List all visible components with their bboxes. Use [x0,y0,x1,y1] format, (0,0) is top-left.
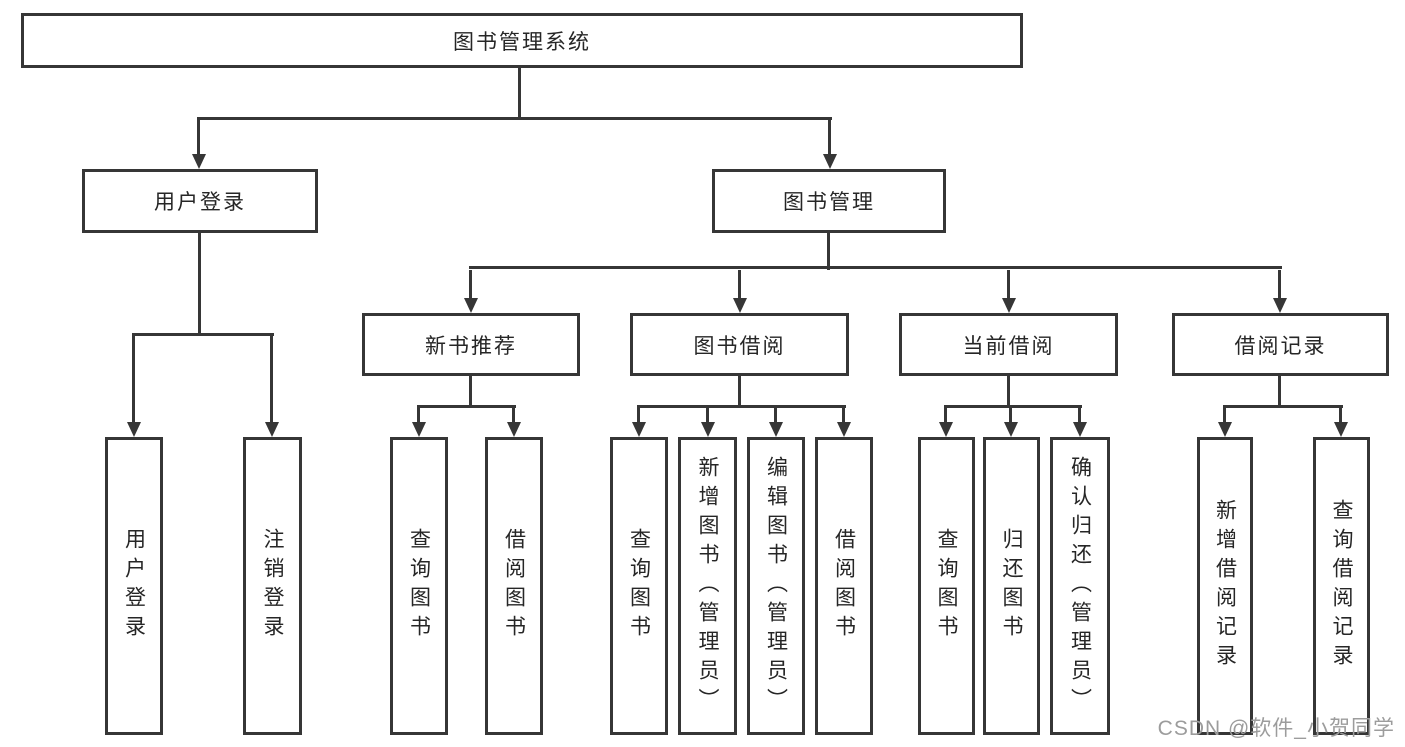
connector-line [469,270,472,300]
connector-line [197,120,200,156]
leaf-recommend-query-books: 查询图书 [390,437,448,735]
connector-arrowhead [1218,422,1232,437]
connector-line [518,68,521,120]
connector-arrowhead [939,422,953,437]
connector-line [1339,408,1342,424]
connector-line [774,408,777,424]
connector-line [1007,270,1010,300]
leaf-current-confirm-return-admin: 确认归还（管理员） [1050,437,1110,735]
node-new-book-recommend-label: 新书推荐 [425,334,517,358]
leaf-recommend-query-books-label: 查询图书 [407,528,431,644]
connector-line [132,336,135,424]
connector-line [1278,270,1281,300]
node-book-borrowing-label: 图书借阅 [693,334,786,358]
connector-line [198,233,201,336]
leaf-recommend-borrow-books-label: 借阅图书 [502,528,526,644]
connector-line [469,266,1282,269]
connector-line [738,270,741,300]
connector-line [706,408,709,424]
leaf-borrowing-query-books: 查询图书 [610,437,668,735]
connector-arrowhead [127,422,141,437]
connector-arrowhead [464,298,478,313]
leaf-borrowing-query-books-label: 查询图书 [627,528,651,644]
leaf-borrowing-add-books-admin-label: 新增图书（管理员） [696,455,719,717]
leaf-borrowing-edit-books-admin: 编辑图书（管理员） [747,437,805,735]
node-book-borrowing: 图书借阅 [630,313,849,376]
connector-line [637,408,640,424]
connector-line [469,376,472,408]
leaf-current-confirm-return-admin-label: 确认归还（管理员） [1068,455,1092,717]
node-borrowing-records: 借阅记录 [1172,313,1389,376]
node-book-management-label: 图书管理 [783,191,875,214]
connector-line [944,408,947,424]
leaf-current-query-books-label: 查询图书 [935,528,958,644]
connector-arrowhead [1334,422,1348,437]
leaf-recommend-borrow-books: 借阅图书 [485,437,543,735]
connector-arrowhead [1002,298,1016,313]
leaf-records-query-record: 查询借阅记录 [1313,437,1370,735]
connector-line [828,120,831,156]
connector-line [512,408,515,424]
leaf-records-add-record: 新增借阅记录 [1197,437,1253,735]
leaf-borrowing-edit-books-admin-label: 编辑图书（管理员） [764,455,788,717]
connector-arrowhead [701,422,715,437]
leaf-current-return-books: 归还图书 [983,437,1040,735]
connector-arrowhead [733,298,747,313]
connector-line [1223,408,1226,424]
node-book-management: 图书管理 [712,169,946,233]
leaf-current-return-books-label: 归还图书 [1000,528,1023,644]
connector-line [197,117,832,120]
connector-line [1007,376,1010,408]
node-library-system-label: 图书管理系统 [453,30,591,54]
node-current-borrowing-label: 当前借阅 [962,334,1055,358]
watermark: CSDN @软件_小贺同学 [1157,717,1395,740]
connector-arrowhead [823,154,837,169]
connector-line [1078,408,1081,424]
connector-arrowhead [507,422,521,437]
leaf-borrowing-add-books-admin: 新增图书（管理员） [678,437,737,735]
node-new-book-recommend: 新书推荐 [362,313,580,376]
connector-arrowhead [265,422,279,437]
connector-line [842,408,845,424]
connector-line [132,333,274,336]
node-library-system: 图书管理系统 [21,13,1023,68]
leaf-records-query-record-label: 查询借阅记录 [1330,499,1353,673]
connector-line [1278,376,1281,408]
leaf-current-query-books: 查询图书 [918,437,975,735]
node-user-login: 用户登录 [82,169,318,233]
node-user-login-label: 用户登录 [154,191,246,214]
connector-line [944,405,1082,408]
connector-arrowhead [769,422,783,437]
connector-line [637,405,846,408]
leaf-borrowing-borrow-books: 借阅图书 [815,437,873,735]
connector-line [1009,408,1012,424]
leaf-logout: 注销登录 [243,437,302,735]
connector-arrowhead [1273,298,1287,313]
connector-line [738,376,741,408]
leaf-user-login-label: 用户登录 [122,528,146,644]
leaf-logout-label: 注销登录 [261,528,284,644]
connector-line [270,336,273,424]
node-borrowing-records-label: 借阅记录 [1234,334,1327,358]
leaf-user-login: 用户登录 [105,437,163,735]
connector-arrowhead [632,422,646,437]
leaf-borrowing-borrow-books-label: 借阅图书 [832,528,856,644]
connector-arrowhead [192,154,206,169]
leaf-records-add-record-label: 新增借阅记录 [1213,499,1237,673]
connector-arrowhead [837,422,851,437]
connector-arrowhead [412,422,426,437]
connector-line [1223,405,1343,408]
node-current-borrowing: 当前借阅 [899,313,1118,376]
connector-line [417,405,516,408]
connector-arrowhead [1004,422,1018,437]
connector-arrowhead [1073,422,1087,437]
connector-line [827,233,830,270]
connector-line [417,408,420,424]
